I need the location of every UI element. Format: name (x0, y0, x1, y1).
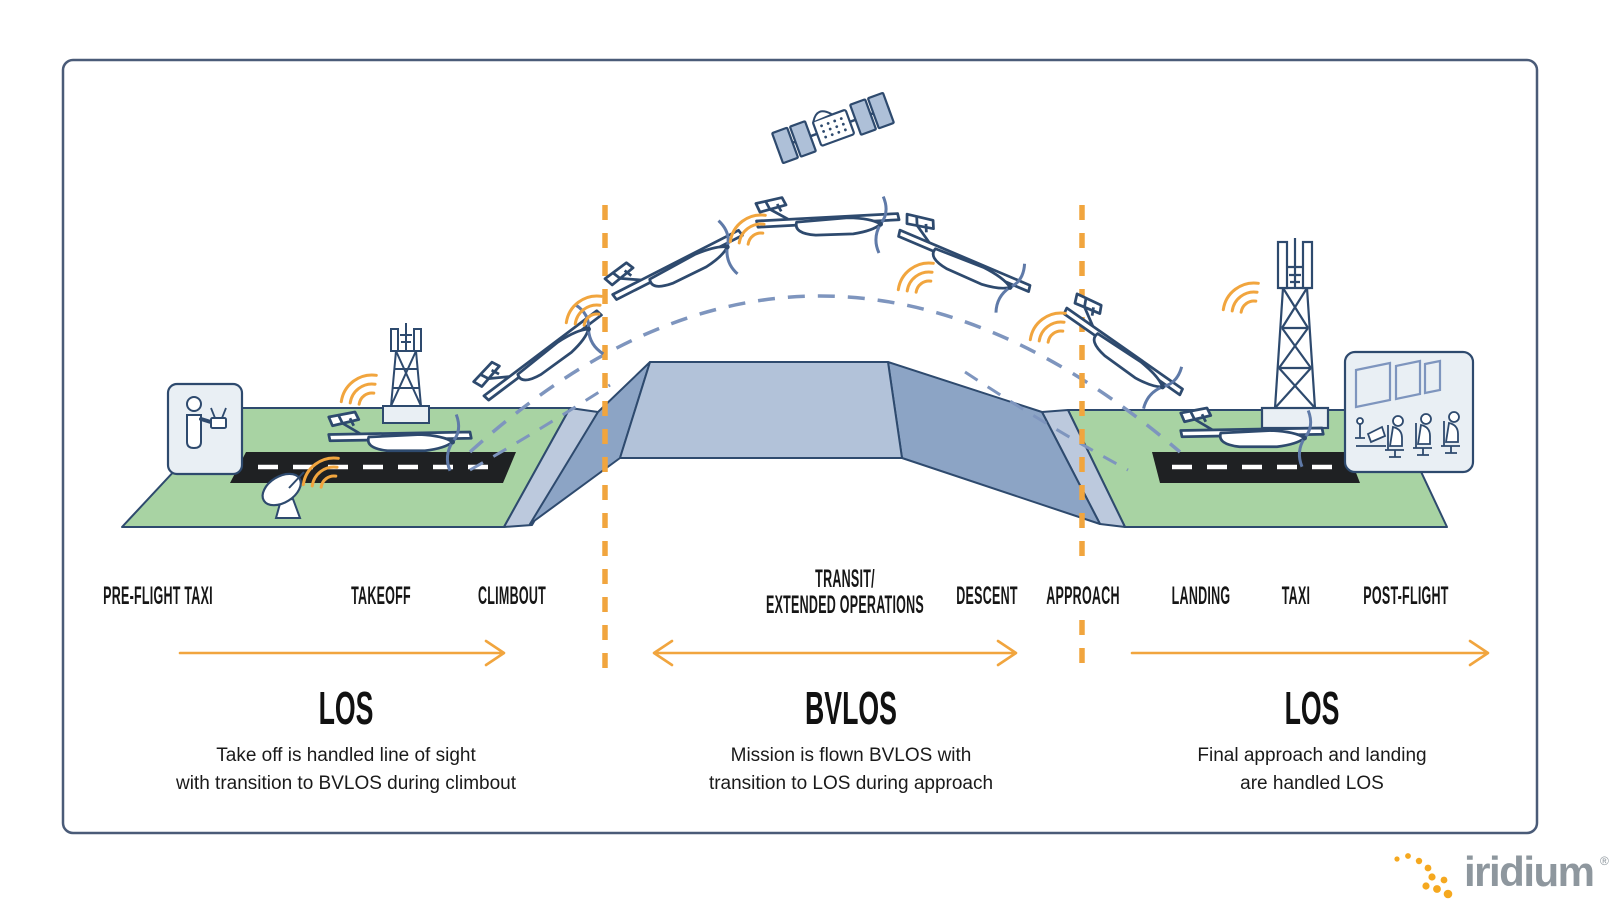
section-description-bvlos: Mission is flown BVLOS with transition t… (709, 742, 993, 797)
phase-label-takeoff: TAKEOFF (351, 582, 411, 610)
description-line: Mission is flown BVLOS with (730, 745, 972, 766)
cell-tower-left-icon (382, 323, 430, 424)
description-line: are handled LOS (1240, 772, 1384, 794)
phase-label-descent: DESCENT (956, 582, 1018, 610)
phase-label-pre-flight-taxi: PRE-FLIGHT TAXI (103, 582, 213, 610)
description-line: transition to LOS during approach (708, 772, 994, 794)
satellite-icon (771, 91, 895, 165)
section-heading-bvlos: BVLOS (805, 682, 897, 734)
phase-label-transit-extended-operations: TRANSIT/ EXTENDED OPERATIONS (766, 566, 924, 618)
registered-trademark: ® (1600, 854, 1609, 868)
section-description-los-left: Take off is handled line of sight with t… (176, 742, 516, 797)
phase-label-approach: APPROACH (1046, 582, 1120, 610)
control-room-screens (1354, 359, 1442, 409)
phase-arrow-los-left (178, 639, 506, 667)
control-room-icon (1343, 350, 1475, 474)
description-line: Final approach and landing (1197, 745, 1427, 766)
section-description-los-right: Final approach and landing are handled L… (1197, 742, 1426, 797)
phase-label-post-flight: POST-FLIGHT (1363, 582, 1449, 610)
phase-label-taxi: TAXI (1281, 582, 1311, 610)
flight-path-segment-right (964, 370, 1129, 472)
mesa-left-band (503, 407, 599, 528)
phase-label-climbout: CLIMBOUT (478, 582, 546, 610)
ground-station-dish-icon (261, 471, 305, 519)
description-line: with transition to BVLOS during climbout (175, 772, 517, 794)
phase-arrow-bvlos (652, 639, 1018, 667)
section-heading-los-right: LOS (1284, 682, 1340, 734)
iridium-logo-text: iridium (1464, 848, 1595, 895)
section-heading-los-left: LOS (318, 682, 374, 734)
phase-arrow-los-right (1130, 639, 1490, 667)
flight-path-arc (468, 294, 1182, 454)
phase-label-line1: TRANSIT/ (815, 565, 875, 593)
mesa-top (619, 361, 903, 459)
description-line: Take off is handled line of sight (216, 745, 476, 766)
phase-label-landing: LANDING (1171, 582, 1231, 610)
iridium-logo-dots (1394, 853, 1453, 899)
pilot-with-controller-icon (166, 382, 244, 476)
runway-right (1152, 452, 1360, 483)
iridium-logo: iridium ® (1388, 846, 1618, 906)
flight-path-segment-left (469, 383, 611, 472)
phase-label-line2: EXTENDED OPERATIONS (765, 591, 925, 619)
